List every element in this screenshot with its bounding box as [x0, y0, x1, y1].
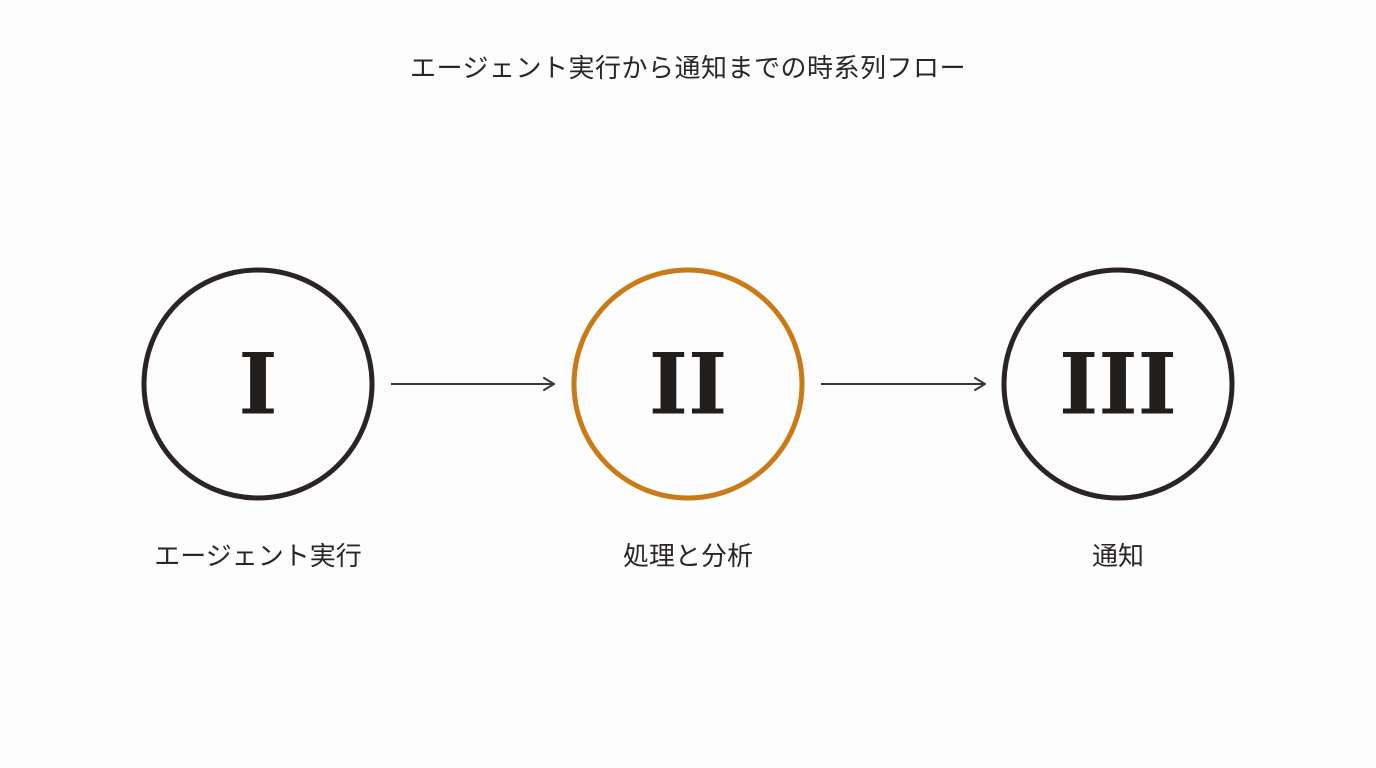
- step-circle-3: [1001, 267, 1235, 501]
- step-label-1: エージェント実行: [154, 542, 362, 572]
- step-numeral-3: III: [1059, 335, 1177, 434]
- diagram-title: エージェント実行から通知までの時系列フロー: [410, 54, 966, 84]
- step-label-3: 通知: [1091, 542, 1144, 572]
- step-numeral-2: II: [649, 335, 728, 434]
- step-circle-2: [571, 267, 805, 501]
- step-node-1: I: [141, 267, 375, 501]
- step-node-3: III: [1001, 267, 1235, 501]
- step-node-2: II: [571, 267, 805, 501]
- step-label-2: 処理と分析: [622, 542, 753, 572]
- step-circle-1: [141, 267, 375, 501]
- step-numeral-1: I: [238, 335, 277, 434]
